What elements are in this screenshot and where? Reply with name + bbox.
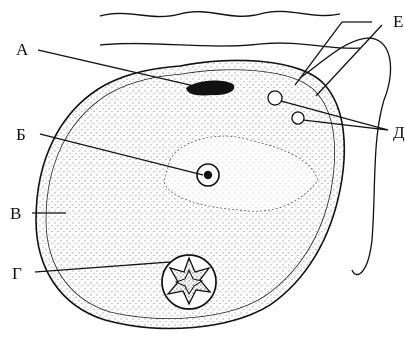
vesicle-upper bbox=[268, 91, 282, 105]
nucleolus bbox=[204, 171, 212, 179]
label-a: А bbox=[16, 40, 29, 59]
label-g: Г bbox=[12, 264, 22, 283]
vesicle-lower bbox=[292, 112, 304, 124]
host-outline-top bbox=[100, 11, 340, 16]
leader-e-3 bbox=[316, 25, 382, 96]
label-b: Б bbox=[16, 125, 26, 144]
label-v: В bbox=[10, 204, 21, 223]
label-e: Е bbox=[393, 12, 403, 31]
host-outline-upper bbox=[100, 43, 360, 48]
label-d: Д bbox=[393, 123, 405, 142]
